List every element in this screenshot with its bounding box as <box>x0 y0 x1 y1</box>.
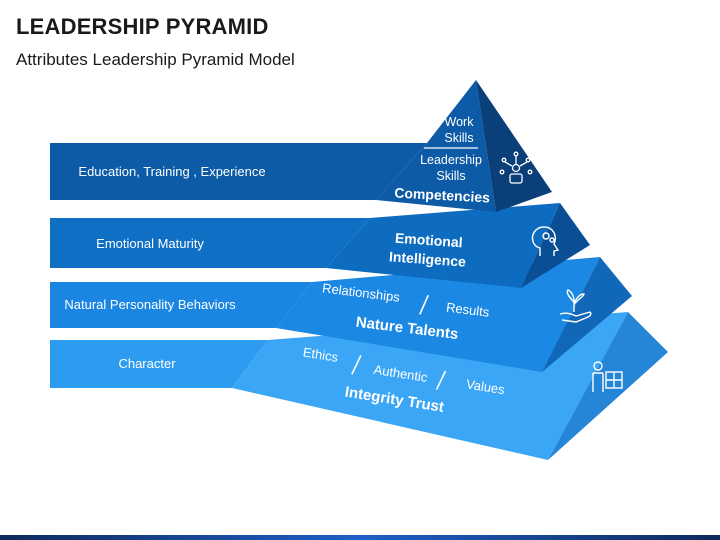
head-emotions-icon <box>531 226 560 256</box>
tier-side-competencies <box>476 80 552 212</box>
banner-label-natural-personality: Natural Personality Behaviors <box>64 297 236 312</box>
footer-accent-bar <box>0 535 720 540</box>
sub-item-skills-1: Skills <box>444 131 473 145</box>
tier-side-nature-talents <box>542 257 632 372</box>
banner-label-education: Education, Training , Experience <box>78 164 265 179</box>
banner-label-emotional-maturity: Emotional Maturity <box>96 236 204 251</box>
tier-heading-competencies: Competencies <box>394 185 491 206</box>
tier-front-emotional-intelligence <box>326 203 560 288</box>
banner-natural-personality <box>50 282 312 328</box>
banner-emotional-maturity <box>50 218 370 268</box>
sub-item-values: Values <box>465 376 506 397</box>
pyramid-level-character: Character Ethics Authentic Values Integr… <box>50 312 668 460</box>
tier-heading-emotional-line1: Emotional <box>395 230 464 251</box>
sub-item-work: Work <box>445 115 475 129</box>
pyramid-level-competencies: Education, Training , Experience Work Sk… <box>50 80 552 212</box>
page-subtitle: Attributes Leadership Pyramid Model <box>16 50 295 69</box>
leader-network-icon <box>499 151 533 184</box>
page-title: LEADERSHIP PYRAMID <box>16 14 269 39</box>
tier-heading-emotional-line2: Intelligence <box>389 248 467 269</box>
banner-character <box>50 340 268 388</box>
separator <box>419 294 429 315</box>
tier-front-competencies <box>376 80 496 212</box>
sub-item-results: Results <box>445 300 490 320</box>
sub-item-leadership: Leadership <box>420 153 482 167</box>
tier-side-integrity-trust <box>548 312 668 460</box>
plant-in-hand-icon <box>559 289 592 323</box>
pyramid-level-emotional: Emotional Maturity Emotional Intelligenc… <box>50 203 590 288</box>
separator <box>435 370 447 391</box>
banner-label-character: Character <box>118 356 176 371</box>
separator <box>351 355 362 375</box>
puzzle-person-icon <box>592 361 623 392</box>
sub-item-ethics: Ethics <box>302 344 340 364</box>
sub-item-skills-2: Skills <box>436 169 465 183</box>
banner-education <box>50 143 427 200</box>
